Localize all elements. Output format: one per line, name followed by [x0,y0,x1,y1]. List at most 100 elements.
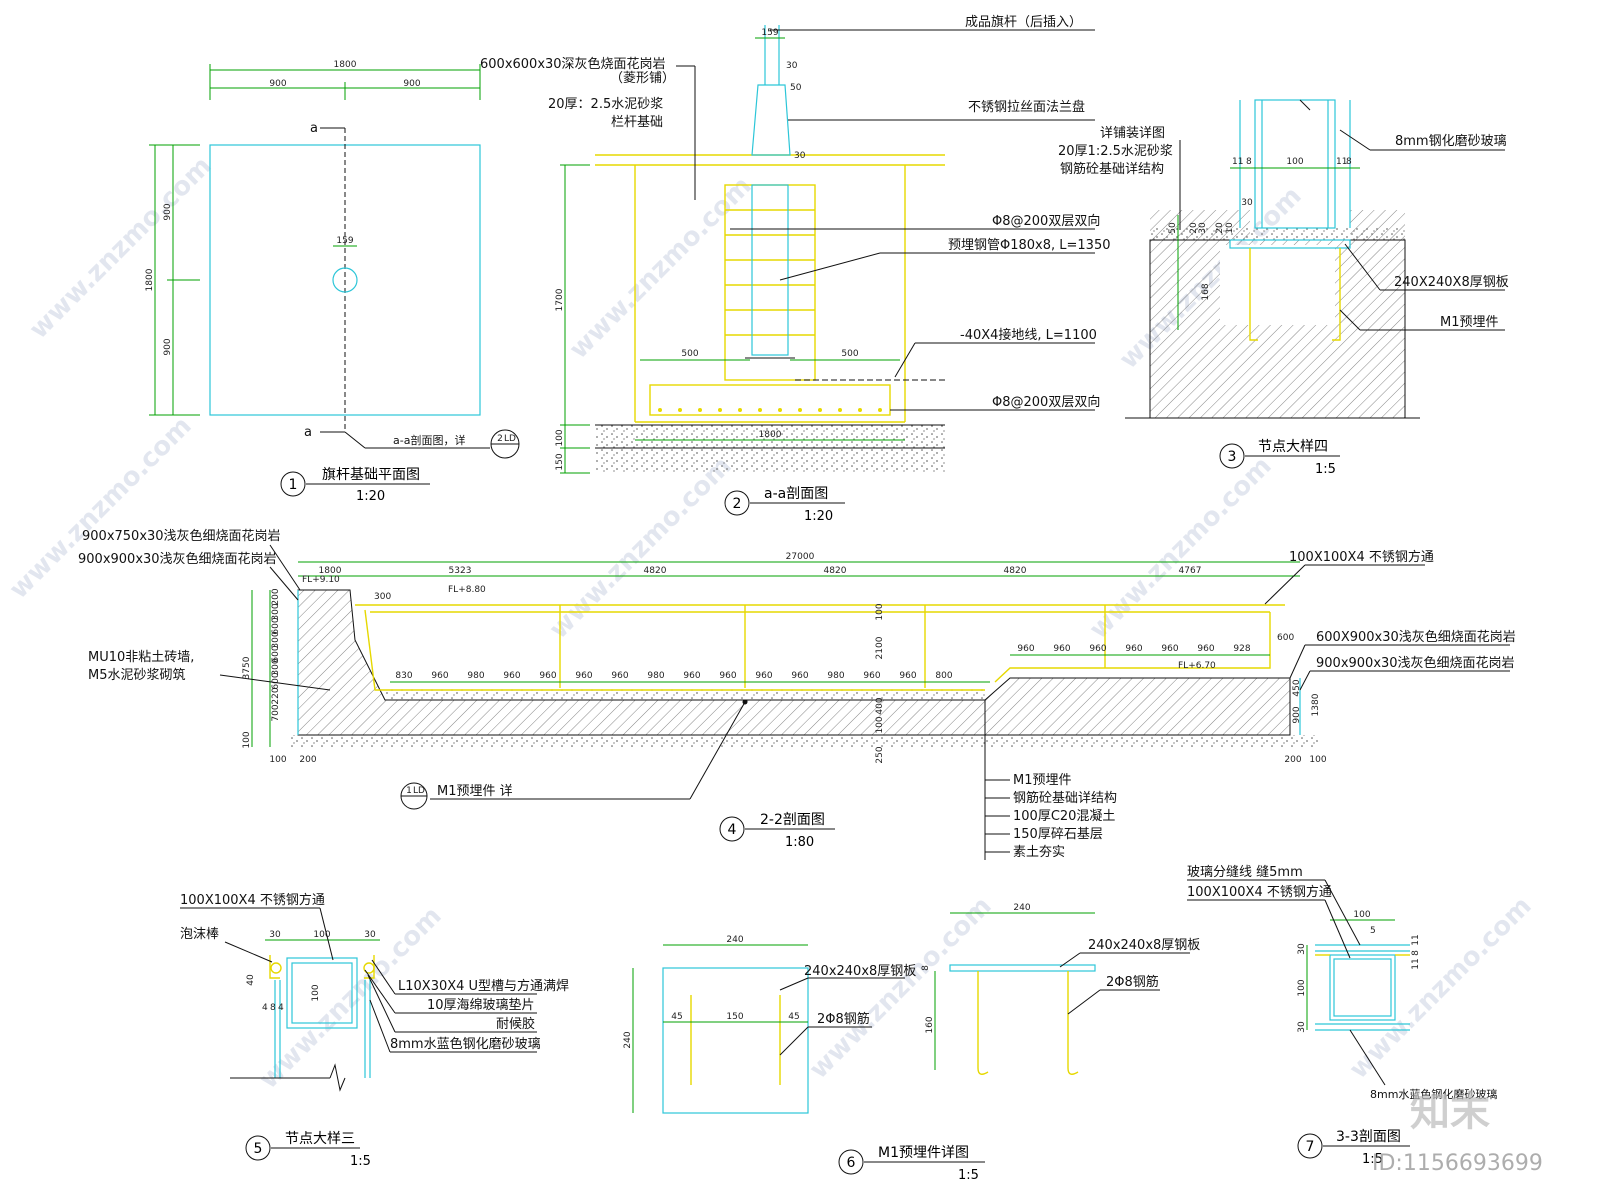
steel-tube [286,957,358,1029]
dim-text: 960 [791,671,808,681]
steel-tube [1329,954,1396,1021]
callout: 8mm钢化磨砂玻璃 [1395,134,1507,149]
u-channel [269,955,280,979]
layer-label: 100厚C20混凝土 [1013,808,1115,824]
flagpole-hole [332,267,358,293]
dim-text: 100 [875,603,885,620]
dim-text: 980 [827,671,844,681]
dim-text: 4820 [1004,566,1027,576]
callout: L10X30X4 U型槽与方通满焊 [398,978,569,994]
dim-text: 20 [1215,222,1225,234]
callout: -40X4接地线, L=1100 [960,327,1097,343]
dim-text: 50 [1168,222,1178,234]
drawing-number: 2 [733,496,742,512]
dim-text: 980 [467,671,484,681]
dim-text: 900 [163,338,173,355]
rebar-cage [724,184,816,381]
dim-text: 960 [1197,644,1214,654]
layer-label: M1预埋件 [1013,773,1072,788]
dim-text: 960 [431,671,448,681]
dim-text: 960 [503,671,520,681]
steel-plate-section [949,964,1096,972]
callout: Φ8@200双层双向 [992,213,1100,229]
dim-text: 960 [611,671,628,681]
dim-text: 11 [1232,157,1243,167]
stair-line [364,609,985,691]
dim-text: 960 [575,671,592,681]
callout: 钢筋砼基础详结构 [1060,161,1164,177]
dim-text: 900 [163,203,173,220]
drawing-number: 4 [728,822,737,838]
dim-text: 700 [271,704,281,721]
title-bubble [1297,1133,1323,1159]
dim-text: 4 [262,1003,268,1013]
anchor-bar [1249,248,1258,341]
watermark-site: www.znzmo.com [804,891,998,1085]
callout: 2Φ8钢筋 [1106,974,1159,990]
drawing-number: 5 [254,1141,263,1157]
dim-text: 45 [788,1012,799,1022]
dim-text: 1700 [555,288,565,311]
dim-text: 1800 [334,60,357,70]
callout: 2Φ8钢筋 [817,1011,870,1027]
dim-text: 960 [1125,644,1142,654]
callout: 8mm水蓝色钢化磨砂玻璃 [390,1036,541,1052]
dim-text: 200 [1284,755,1301,765]
dim-text: 100 [1309,755,1326,765]
drawing-2-section-aa: 1700 100 150 500 500 1800 159 30 50 30 成… [480,14,1111,524]
ref-num: 1 [406,786,412,796]
drawing-6-embed-detail: 240 240 45 150 45 240x240x8厚钢板 2Φ8钢筋 240… [623,903,1200,1183]
callout: 20厚：2.5水泥砂浆 [548,97,663,112]
callout: 8mm水蓝色钢化磨砂玻璃 [1370,1087,1497,1101]
callout: 不锈钢拉丝面法兰盘 [968,99,1085,115]
dim-text: 960 [899,671,916,681]
dim-text: 40 [246,974,256,986]
dim-text: 8 [1411,950,1421,956]
dim-text: 10 [1225,222,1235,234]
footing [649,384,891,416]
ref-sheet: LD [413,786,425,796]
drawing-5-detail-3: 30 100 30 40 100 4 8 4 100X100X4 不锈钢方通 泡… [180,892,569,1169]
callout: 240x240x8厚钢板 [804,964,916,979]
dim-text: 30 [794,151,806,161]
drawing-scale: 1:5 [958,1168,979,1183]
drawing-number: 7 [1306,1139,1315,1155]
leader [344,431,366,449]
watermark-site: www.znzmo.com [254,901,448,1095]
drawing-title: 旗杆基础平面图 [322,466,420,483]
dim-text: 150 [726,1012,743,1022]
callout: 240X240X8厚钢板 [1394,275,1509,290]
dim-text: 960 [719,671,736,681]
dim-text: 960 [539,671,556,681]
dim-text: 500 [681,349,698,359]
dim-text: 300 [374,592,391,602]
callout: 10厚海绵玻璃垫片 [427,997,535,1013]
rebar-dots [658,408,882,412]
drawing-7-section-33: 100 5 30 100 30 11 8 11 玻璃分缝线 缝5mm 100X1… [1187,865,1497,1167]
dim-text: 100 [1286,157,1303,167]
dim-text: 960 [863,671,880,681]
rebar [1067,971,1079,1075]
dim-text: 30 [1297,943,1307,955]
dim-text: 20 [1189,222,1199,234]
section-note: a-a剖面图，详 [393,433,465,447]
gravel-base [290,735,1320,747]
drawing-scale: 1:20 [356,489,385,504]
dim-text: 100 [269,755,286,765]
drawing-4-section-22: 27000 1800 5323 4820 4820 4820 4767 830 … [78,528,1516,860]
dim-text: 600 [271,645,281,662]
level-mark: FL+9.10 [302,575,340,585]
ref-num: 2 [497,434,503,444]
callout: 20厚1:2.5水泥砂浆 [1058,144,1173,159]
callout: 预埋钢管Φ180x8, L=1350 [948,238,1111,253]
callout: M5水泥砂浆砌筑 [88,667,186,683]
ref-sheet: LD [504,434,516,444]
layer-label: 150厚碎石基层 [1013,827,1103,842]
brand-logo: 知末 ID:1156693699 [1372,1089,1543,1176]
dim-text: 30 [269,930,281,940]
dim-text: 300 [271,631,281,648]
dim-text: 960 [1089,644,1106,654]
watermark-site: www.znzmo.com [1084,451,1278,645]
dim-text: 960 [1017,644,1034,654]
